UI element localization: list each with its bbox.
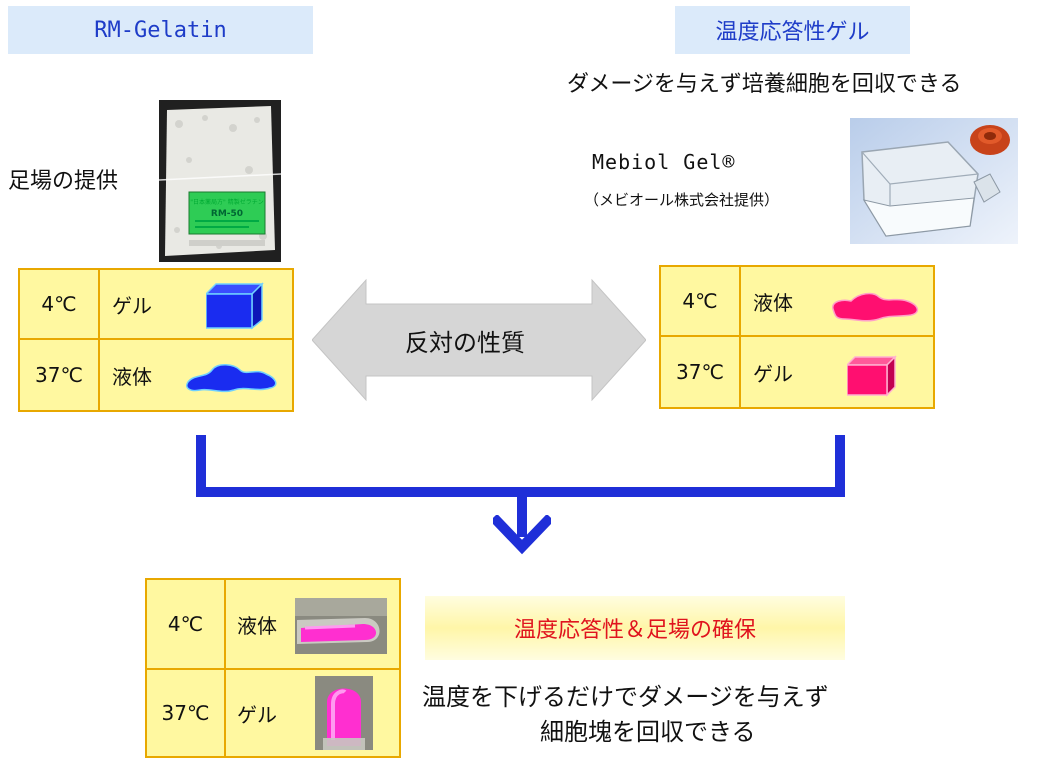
product-name: Mebiol Gel® xyxy=(592,150,736,174)
right-subtitle: ダメージを与えず培養細胞を回収できる xyxy=(567,72,962,97)
right-state-table: 4℃ 液体 37℃ ゲル xyxy=(659,265,935,409)
bidirectional-arrow-icon xyxy=(312,278,646,402)
scaffold-label: 足場の提供 xyxy=(8,169,119,194)
result-description-line1: 温度を下げるだけでダメージを与えず xyxy=(422,683,829,711)
bottom-row2-temp: 37℃ xyxy=(161,701,210,725)
center-arrow-label: 反対の性質 xyxy=(405,329,525,357)
blue-cube-icon xyxy=(206,282,264,330)
pink-gel-tube-photo xyxy=(315,676,373,750)
blue-puddle-icon xyxy=(186,364,277,393)
down-arrow-icon xyxy=(493,515,551,555)
bottom-state-table: 4℃ 液体 37℃ ゲル xyxy=(145,578,401,758)
right-row1-temp: 4℃ xyxy=(682,289,718,313)
mebiol-gel-flask-photo xyxy=(850,118,1018,244)
pink-liquid-tube-photo xyxy=(295,598,387,654)
right-row2-temp: 37℃ xyxy=(676,360,724,384)
gelatin-photo-label-line1: "日本薬局方" 精製ゼラチン xyxy=(190,198,263,206)
left-connector-line xyxy=(196,435,206,495)
bottom-row1-state: 液体 xyxy=(237,613,277,638)
left-header: RM-Gelatin xyxy=(8,6,313,54)
gelatin-package-photo: "日本薬局方" 精製ゼラチン RM-50 xyxy=(159,100,281,262)
product-credit: （メビオール株式会社提供） xyxy=(584,191,780,209)
pink-cube-icon xyxy=(847,355,897,397)
bottom-row2-state: ゲル xyxy=(237,702,277,727)
right-header: 温度応答性ゲル xyxy=(675,6,910,54)
left-header-text: RM-Gelatin xyxy=(94,17,227,43)
left-row1-state: ゲル xyxy=(112,293,152,318)
right-header-text: 温度応答性ゲル xyxy=(715,20,870,45)
right-row1-state: 液体 xyxy=(753,290,793,315)
gelatin-photo-label-line2: RM-50 xyxy=(211,209,243,219)
result-description-line2: 細胞塊を回収できる xyxy=(540,718,756,746)
result-banner: 温度応答性＆足場の確保 xyxy=(425,596,845,660)
left-row2-state: 液体 xyxy=(112,364,152,389)
result-banner-text: 温度応答性＆足場の確保 xyxy=(513,618,756,643)
down-connector-line xyxy=(517,487,527,537)
left-row1-temp: 4℃ xyxy=(41,292,77,316)
bottom-row1-temp: 4℃ xyxy=(167,612,204,636)
right-connector-line xyxy=(835,435,845,495)
left-state-table: 4℃ ゲル 37℃ 液体 xyxy=(18,268,294,412)
left-row2-temp: 37℃ xyxy=(35,363,83,387)
pink-puddle-icon xyxy=(832,292,919,322)
right-row2-state: ゲル xyxy=(753,361,793,386)
